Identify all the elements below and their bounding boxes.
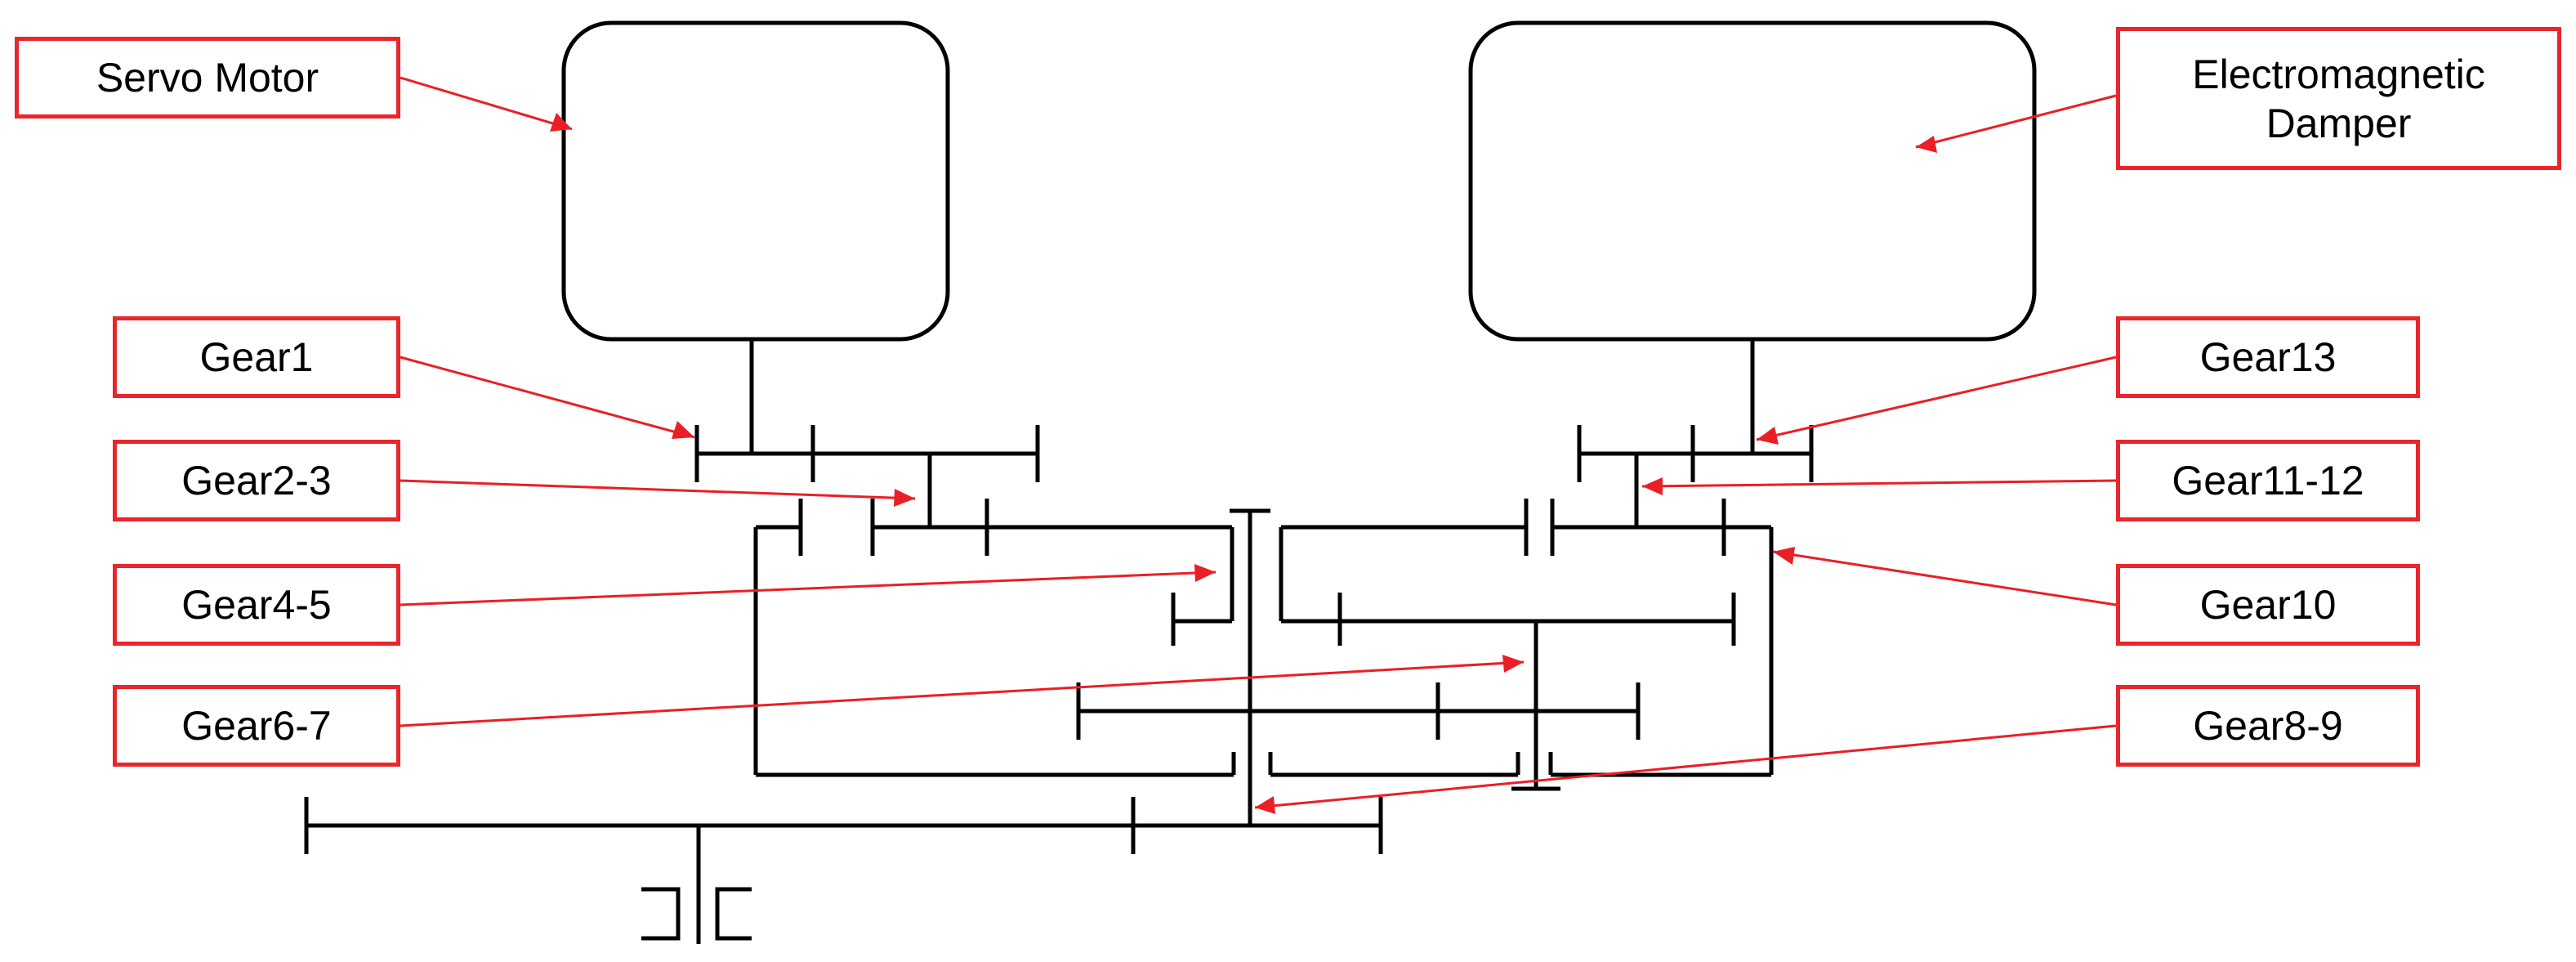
leader-servo-motor bbox=[400, 76, 573, 131]
gear2-3-mechanism bbox=[870, 454, 1232, 556]
arrow-gear2-3 bbox=[894, 489, 915, 507]
gear10-mechanism bbox=[1279, 499, 1736, 646]
arrow-gear6-7 bbox=[1502, 655, 1524, 673]
arrow-gear10 bbox=[1773, 547, 1795, 565]
arrow-electromagnetic-damper bbox=[1916, 136, 1937, 153]
bearing-support bbox=[641, 887, 752, 941]
output-gear-mechanism bbox=[304, 797, 1383, 944]
gear4-5-mechanism bbox=[1171, 527, 1234, 646]
label-gear4-5-text: Gear4-5 bbox=[181, 582, 332, 628]
gear6-9-mechanism bbox=[1076, 621, 1641, 791]
label-gear8-9-text: Gear8-9 bbox=[2193, 703, 2343, 749]
arrow-gear1 bbox=[672, 421, 694, 439]
label-gear13-text: Gear13 bbox=[2199, 334, 2337, 380]
label-gear1-text: Gear1 bbox=[199, 334, 314, 380]
label-gear1: Gear1 bbox=[113, 316, 400, 398]
label-servo-motor-text: Servo Motor bbox=[96, 55, 319, 101]
label-electromagnetic-damper: Electromagnetic Damper bbox=[2116, 27, 2561, 170]
leader-gear1 bbox=[400, 356, 695, 439]
label-gear10: Gear10 bbox=[2116, 564, 2420, 646]
leader-lines bbox=[400, 76, 2117, 814]
leader-electromagnetic-damper bbox=[1915, 94, 2117, 149]
label-gear11-12-text: Gear11-12 bbox=[2172, 458, 2364, 503]
label-gear8-9: Gear8-9 bbox=[2116, 685, 2420, 767]
arrow-servo-motor bbox=[550, 113, 572, 132]
label-gear10-text: Gear10 bbox=[2199, 582, 2337, 628]
central-shaft bbox=[1230, 508, 1270, 826]
left-carrier-frame bbox=[753, 499, 1236, 777]
label-servo-motor: Servo Motor bbox=[15, 37, 400, 119]
gear1-mechanism bbox=[694, 339, 1040, 482]
label-electromagnetic-damper-line2: Damper bbox=[2266, 100, 2412, 146]
label-gear11-12: Gear11-12 bbox=[2116, 440, 2420, 521]
arrow-gear4-5 bbox=[1194, 564, 1216, 582]
servo-motor-housing bbox=[561, 20, 950, 342]
gear11-13-mechanism bbox=[1548, 339, 1814, 777]
arrow-gear11-12 bbox=[1642, 477, 1663, 495]
leader-gear6-7 bbox=[400, 660, 1525, 727]
label-gear13: Gear13 bbox=[2116, 316, 2420, 398]
leader-gear4-5 bbox=[400, 570, 1217, 606]
label-gear2-3: Gear2-3 bbox=[113, 440, 400, 521]
label-electromagnetic-damper-line1: Electromagnetic bbox=[2192, 51, 2485, 97]
leader-gear8-9 bbox=[1254, 724, 2117, 809]
leader-gear11-12 bbox=[1641, 479, 2117, 488]
label-gear6-7: Gear6-7 bbox=[113, 685, 400, 767]
leader-gear2-3 bbox=[400, 479, 916, 500]
leader-gear13 bbox=[1756, 356, 2117, 441]
label-gear6-7-text: Gear6-7 bbox=[181, 703, 332, 749]
leader-gear10 bbox=[1772, 550, 2117, 606]
arrow-gear13 bbox=[1757, 427, 1779, 445]
arrow-gear8-9 bbox=[1255, 796, 1275, 814]
label-gear4-5: Gear4-5 bbox=[113, 564, 400, 646]
label-gear2-3-text: Gear2-3 bbox=[181, 458, 332, 503]
electromagnetic-damper-housing bbox=[1468, 20, 2037, 342]
